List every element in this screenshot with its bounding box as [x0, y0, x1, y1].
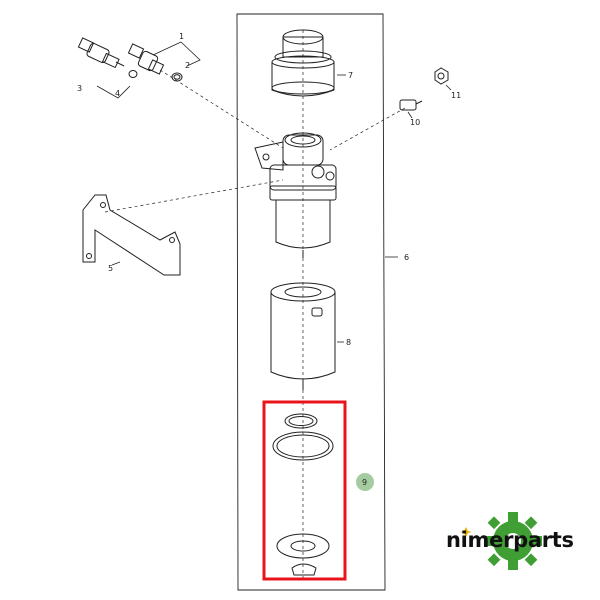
highlight-box	[262, 400, 347, 581]
part-label-8: 8	[346, 338, 351, 347]
washer-part-4	[128, 70, 138, 78]
part-label-1: 1	[179, 32, 184, 41]
part-label-3: 3	[77, 84, 82, 93]
bolt-part-10	[399, 99, 423, 111]
part-label-10: 10	[410, 118, 420, 127]
part-label-5: 5	[108, 264, 113, 273]
part-label-9: 9	[362, 478, 367, 487]
leader-sensor	[159, 69, 284, 149]
part-label-11: 11	[451, 91, 461, 100]
filter-cartridge-part-8	[270, 282, 336, 390]
part-label-4: 4	[115, 89, 120, 98]
filter-housing	[269, 185, 337, 258]
brand-logo-text: nimerparts	[446, 528, 574, 552]
logo-flare-icon	[460, 527, 472, 537]
seal-kit-part-9	[272, 413, 334, 576]
leader-bracket	[104, 179, 284, 213]
part-label-6: 6	[404, 253, 409, 262]
cap-part-7	[271, 29, 335, 97]
callout-circle-9	[356, 473, 374, 491]
sensor-part-3	[77, 37, 125, 69]
sensor-part-1	[127, 43, 165, 75]
assembly-frame-6	[236, 13, 386, 591]
nut-part-11	[434, 67, 449, 85]
leader-bolt	[329, 107, 406, 151]
part-label-2: 2	[185, 61, 190, 70]
o-ring-part-2	[171, 72, 183, 82]
part-label-7: 7	[348, 71, 353, 80]
filter-head	[254, 132, 337, 191]
bracket-part-5	[82, 194, 181, 276]
